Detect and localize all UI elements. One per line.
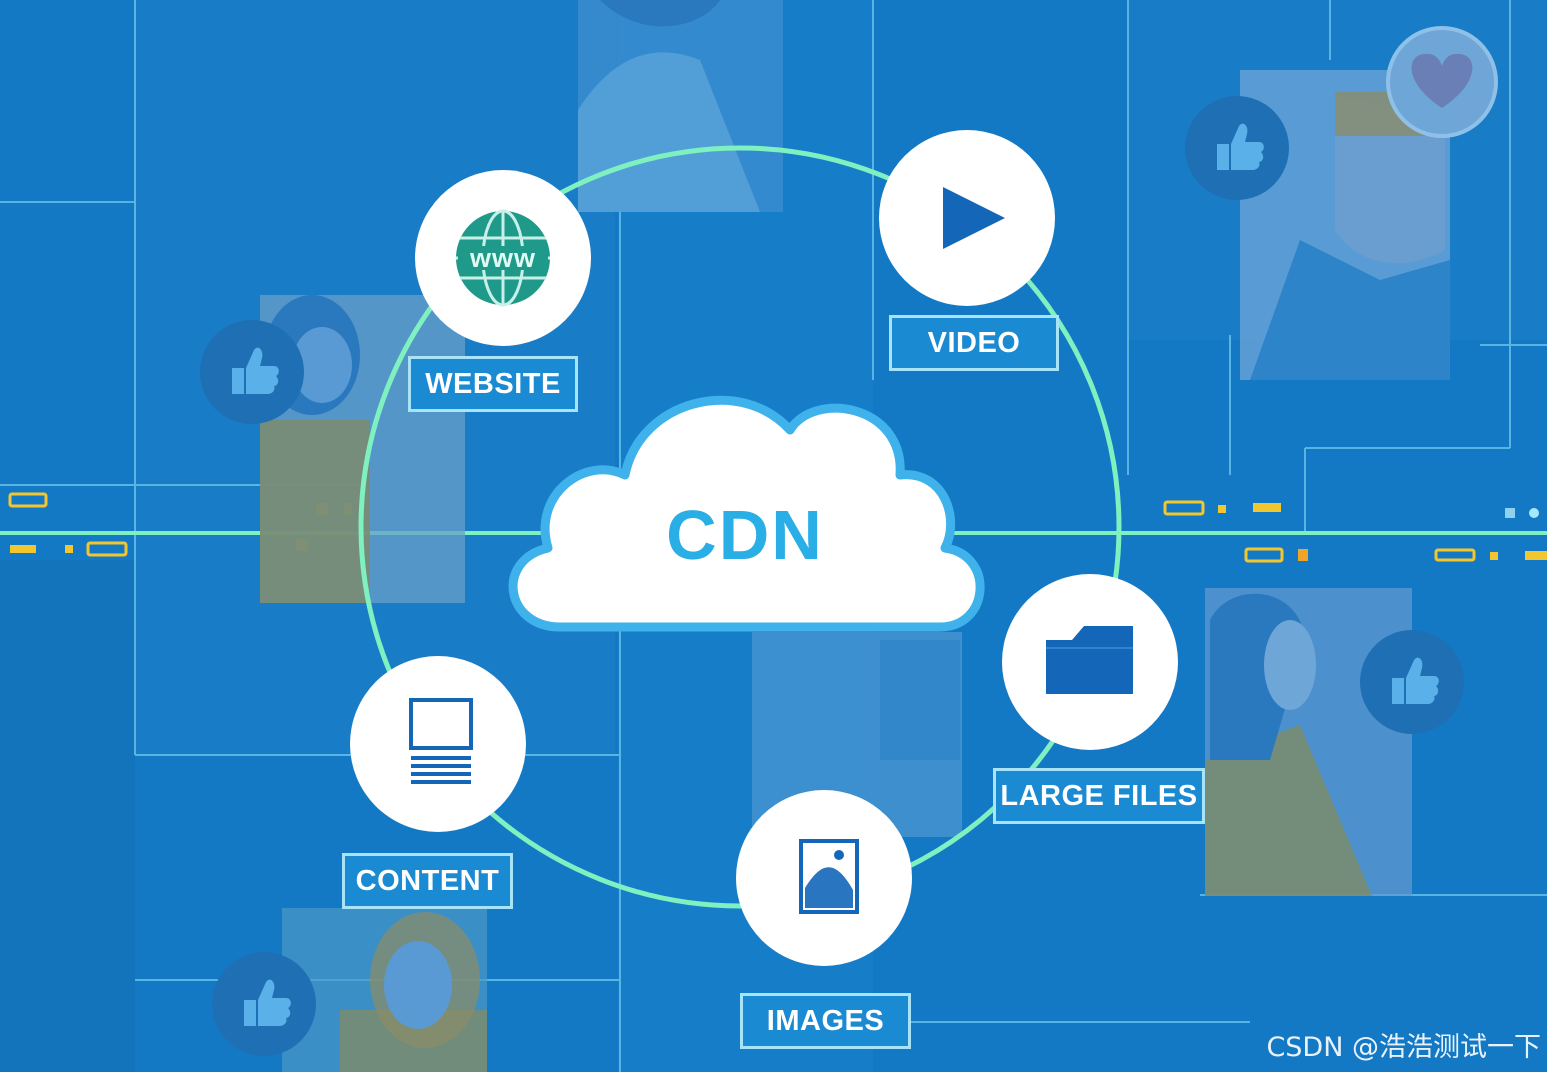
label-website: WEBSITE	[408, 356, 578, 412]
thumbs-up-icon	[200, 320, 304, 424]
person-panel-right-bottom	[1205, 588, 1412, 896]
thumbs-up-icon	[212, 952, 316, 1056]
person-panel-top-center	[578, 0, 783, 212]
image-icon	[799, 839, 859, 914]
network-ring	[358, 145, 1122, 909]
globe-text: www	[469, 243, 536, 273]
heart-icon	[1386, 26, 1498, 138]
thumbs-up-icon	[1360, 630, 1464, 734]
label-content: CONTENT	[342, 853, 513, 909]
globe-www-icon: www	[456, 209, 550, 307]
label-images: IMAGES	[740, 993, 911, 1049]
watermark: CSDN @浩浩测试一下	[1266, 1032, 1541, 1063]
cdn-title: CDN	[666, 496, 824, 574]
cdn-cloud	[508, 395, 985, 632]
play-icon	[943, 187, 1005, 249]
label-large-files: LARGE FILES	[993, 768, 1205, 824]
document-icon	[409, 698, 473, 784]
node-circle-content	[350, 656, 526, 832]
person-panel-bottom-left	[282, 908, 487, 1072]
label-video: VIDEO	[889, 315, 1059, 371]
thumbs-up-icon	[1185, 96, 1289, 200]
folder-icon	[1046, 626, 1133, 694]
